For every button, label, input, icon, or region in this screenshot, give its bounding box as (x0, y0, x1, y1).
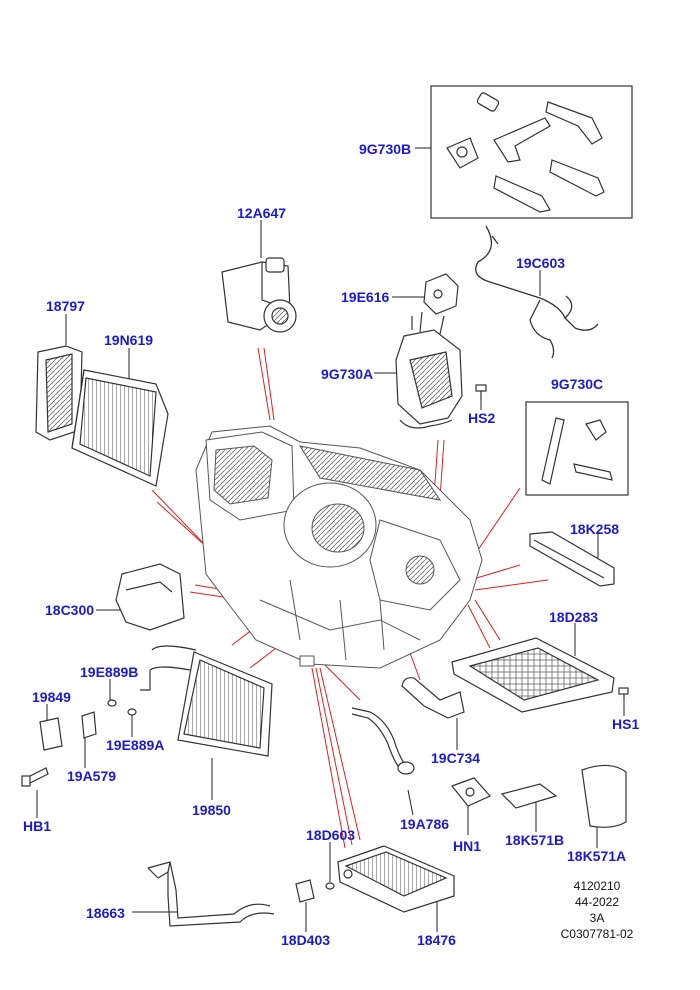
actuator-lever-1 (446, 137, 479, 169)
label-18797[interactable]: 18797 (46, 298, 85, 314)
o-ring-19e889b (107, 699, 117, 707)
bolt-hb1 (21, 767, 49, 787)
actuator-lever-2 (493, 117, 551, 163)
label-18d403[interactable]: 18D403 (281, 932, 331, 948)
label-18663[interactable]: 18663 (86, 905, 125, 921)
bracket-18k571b (500, 783, 558, 809)
screw-hs1 (618, 687, 629, 700)
label-9g730c[interactable]: 9G730C (551, 376, 604, 392)
pipe-19c734 (401, 677, 465, 719)
leader-lines (151, 347, 549, 849)
label-19849[interactable]: 19849 (32, 689, 71, 705)
label-18k571a[interactable]: 18K571A (567, 848, 627, 864)
bracket-19a579 (81, 711, 97, 739)
label-19e889b[interactable]: 19E889B (80, 664, 139, 680)
blower-motor-12a647 (221, 257, 297, 333)
label-12a647[interactable]: 12A647 (237, 205, 287, 221)
clamp-19849 (39, 717, 63, 751)
actuator-shaft-3 (549, 159, 605, 197)
reference-line-1: 4120210 (573, 879, 621, 893)
label-9g730b[interactable]: 9G730B (359, 141, 412, 157)
pollen-filter-19n619 (71, 369, 169, 487)
label-18k571b[interactable]: 18K571B (505, 832, 565, 848)
label-19n619[interactable]: 19N619 (104, 332, 154, 348)
duct-18k258 (529, 531, 615, 587)
label-18d603[interactable]: 18D603 (306, 827, 356, 843)
label-19c734[interactable]: 19C734 (431, 750, 481, 766)
wiring-harness-19c603 (475, 225, 599, 359)
label-hn1[interactable]: HN1 (453, 838, 482, 854)
hvac-main-assembly (195, 425, 483, 669)
reference-line-2: 44-2022 (574, 895, 620, 909)
cover-18k571a (581, 764, 627, 828)
reference-line-3: 3A (589, 911, 605, 925)
clip-18d403 (295, 879, 315, 903)
actuator-shaft-4 (493, 175, 551, 213)
label-18c300[interactable]: 18C300 (45, 602, 95, 618)
housing-cover-18d283 (451, 637, 615, 713)
seal-18d603 (325, 882, 335, 890)
kit-9g730c (525, 401, 629, 496)
label-19c603[interactable]: 19C603 (516, 255, 566, 271)
heater-core-19850 (140, 645, 273, 757)
label-hs1[interactable]: HS1 (612, 716, 640, 732)
label-19e889a[interactable]: 19E889A (106, 737, 165, 753)
actuator-shaft-1 (476, 92, 500, 112)
label-19a579[interactable]: 19A579 (67, 768, 117, 784)
pipe-18663 (147, 861, 275, 927)
label-18d283[interactable]: 18D283 (549, 609, 599, 625)
screw-hs2 (475, 384, 487, 400)
actuator-19e616 (423, 273, 459, 315)
label-hs2[interactable]: HS2 (468, 410, 496, 426)
label-18k258[interactable]: 18K258 (570, 521, 620, 537)
hose-19a786 (351, 707, 415, 775)
duct-18c300 (115, 563, 185, 631)
label-19a786[interactable]: 19A786 (400, 816, 450, 832)
label-18476[interactable]: 18476 (417, 932, 456, 948)
label-hb1[interactable]: HB1 (23, 818, 52, 834)
label-19e616[interactable]: 19E616 (341, 289, 390, 305)
reference-block: 4120210 44-2022 3A C0307781-02 (542, 878, 652, 942)
actuator-shaft-2 (545, 101, 603, 145)
label-9g730a[interactable]: 9G730A (321, 366, 374, 382)
kit-9g730b (430, 85, 633, 219)
filter-cover-18797 (35, 345, 83, 441)
o-ring-19e889a (127, 708, 137, 716)
reference-line-4: C0307781-02 (560, 927, 634, 941)
label-19850[interactable]: 19850 (192, 802, 231, 818)
heater-core-18476 (337, 845, 455, 913)
nut-hn1 (451, 777, 491, 807)
actuator-assembly-9g730a (395, 311, 463, 429)
